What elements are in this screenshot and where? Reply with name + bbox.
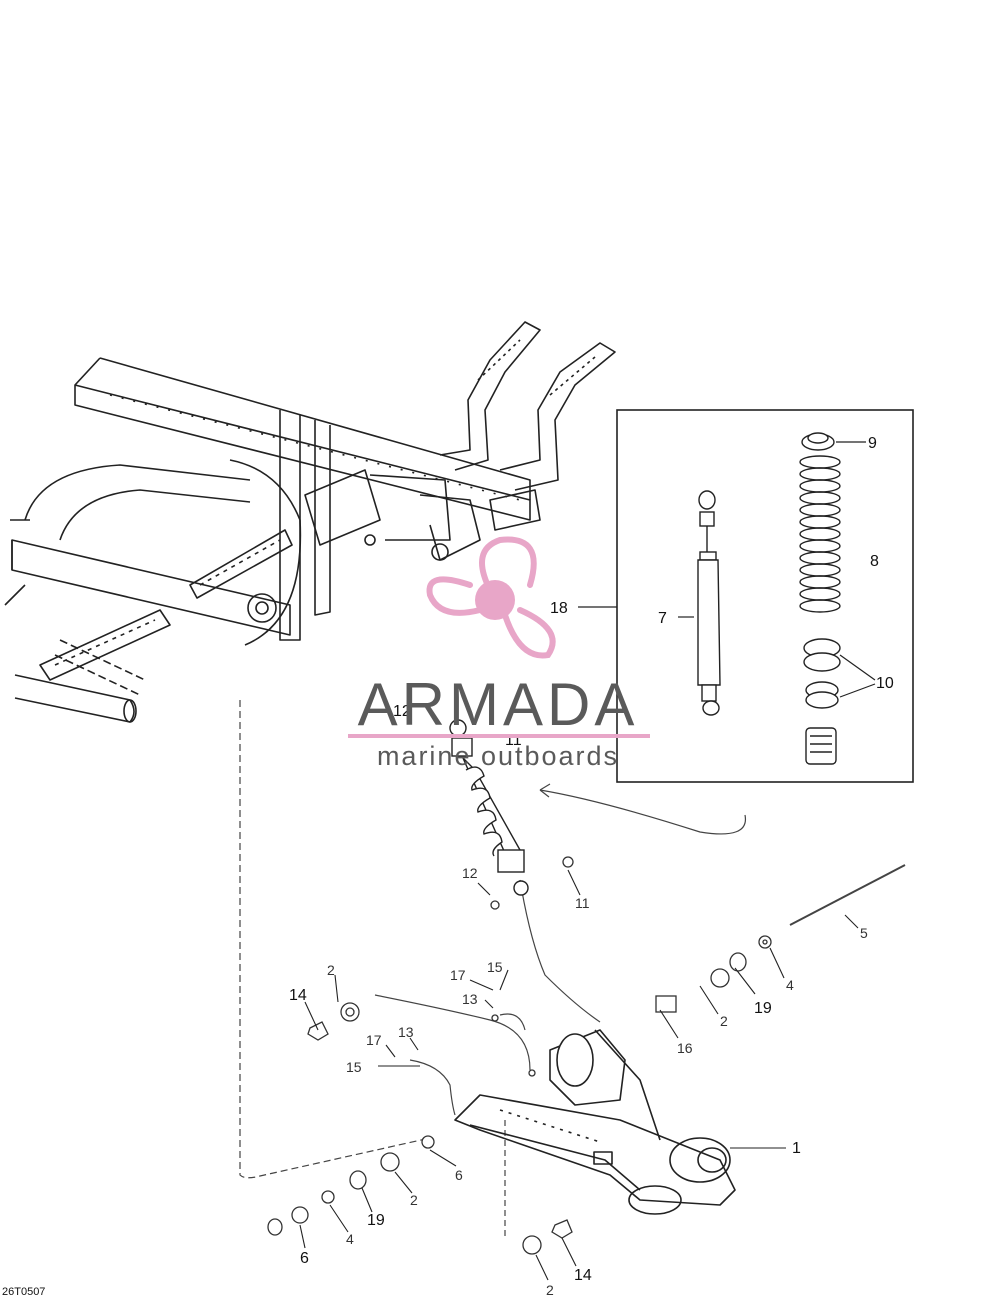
propeller-logo-icon: [426, 536, 556, 659]
callout-17: 17: [366, 1032, 382, 1048]
spring-seat-9: [801, 432, 835, 451]
callout-15: 15: [487, 959, 503, 975]
callout-2: 2: [546, 1282, 554, 1298]
callout-19: 19: [367, 1212, 385, 1229]
rear-shock-absorber: [449, 719, 529, 896]
coil-spring-8: [799, 455, 841, 613]
callout-1: 1: [792, 1140, 801, 1157]
callout-12: 12: [462, 865, 478, 881]
callout-5: 5: [860, 925, 868, 941]
routing-lines: [239, 700, 906, 1240]
callout-leaders: [299, 869, 859, 1281]
chassis-frame: [4, 321, 616, 723]
callout-18: 18: [550, 600, 568, 617]
watermark-tagline: marine outboards: [377, 741, 619, 771]
figure-reference-code: 26T0507: [2, 1286, 45, 1298]
watermark-divider: [348, 734, 650, 738]
callout-14: 14: [289, 987, 307, 1004]
callout-13: 13: [398, 1024, 414, 1040]
callout-15: 15: [346, 1059, 362, 1075]
spring-collars-10: [803, 638, 841, 765]
callout-14: 14: [574, 1267, 592, 1284]
callout-7: 7: [658, 610, 667, 627]
callout-19: 19: [754, 1000, 772, 1017]
callout-10: 10: [876, 675, 894, 692]
callout-16: 16: [677, 1040, 693, 1056]
callout-8: 8: [870, 553, 879, 570]
swing-arm: [454, 1029, 736, 1215]
callout-13: 13: [462, 991, 478, 1007]
callout-9: 9: [868, 435, 877, 452]
watermark-brand: ARMADA: [358, 671, 639, 738]
inset-leaders: [578, 441, 876, 698]
callout-2: 2: [327, 962, 335, 978]
callout-12: 12: [393, 703, 411, 720]
callout-numbers: 1 5 16 2 19 4 2 14 17 13 15 17 15 13 6 2…: [289, 435, 894, 1298]
callout-6: 6: [455, 1167, 463, 1183]
propeller-hub: [475, 580, 515, 620]
callout-2: 2: [720, 1013, 728, 1029]
shock-body-7: [697, 490, 721, 716]
callout-6: 6: [300, 1250, 309, 1267]
armada-watermark: ARMADA marine outboards: [348, 536, 650, 771]
callout-17: 17: [450, 967, 466, 983]
shock-kit-inset: [578, 409, 914, 783]
callout-2: 2: [410, 1192, 418, 1208]
callout-4: 4: [346, 1231, 354, 1247]
hardware-parts: [267, 856, 772, 1255]
callout-4: 4: [786, 977, 794, 993]
callout-11: 11: [575, 895, 590, 911]
